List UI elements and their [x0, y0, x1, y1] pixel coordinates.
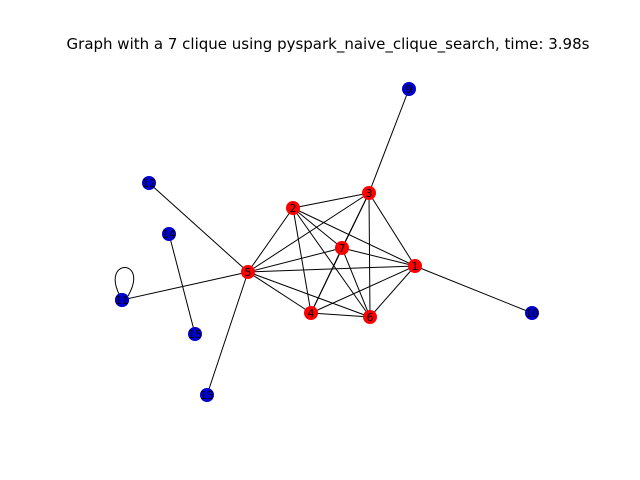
edge-14-15 — [168, 233, 196, 335]
node-7-label: 7 — [339, 242, 346, 255]
edge-4-7 — [310, 247, 343, 314]
node-13-label: 13 — [200, 389, 214, 402]
edge-2-7 — [292, 207, 343, 249]
edge-2-3 — [292, 192, 370, 209]
node-11-marker — [115, 293, 129, 307]
edge-3-9 — [368, 88, 410, 194]
edge-4-5 — [247, 271, 312, 314]
edge-2-5 — [247, 207, 294, 273]
edge-3-6 — [368, 192, 371, 318]
node-2: 2 — [286, 201, 300, 215]
edge-2-6 — [292, 207, 371, 318]
figure-title: Graph with a 7 clique using pyspark_naiv… — [66, 35, 590, 53]
node-12: 12 — [142, 176, 156, 190]
nodes-layer: 123456789101112131415 — [115, 82, 539, 402]
node-14-marker — [162, 227, 176, 241]
edge-3-7 — [341, 192, 370, 249]
edge-1-7 — [341, 247, 416, 267]
node-6-marker — [363, 310, 377, 324]
node-4-label: 4 — [308, 307, 315, 320]
edges-layer — [114, 88, 533, 396]
edge-2-4 — [292, 207, 312, 314]
node-9-marker — [402, 82, 416, 96]
node-7: 7 — [335, 241, 349, 255]
edge-6-7 — [341, 247, 371, 318]
node-3-marker — [362, 186, 376, 200]
edge-1-2 — [292, 207, 416, 267]
edge-1-6 — [369, 265, 416, 318]
node-12-label: 12 — [142, 177, 156, 190]
node-7-marker — [335, 241, 349, 255]
node-1-label: 1 — [412, 260, 419, 273]
node-5: 5 — [241, 265, 255, 279]
node-4-marker — [304, 306, 318, 320]
node-3: 3 — [362, 186, 376, 200]
edge-11-11 — [114, 267, 135, 297]
node-15-label: 15 — [188, 328, 202, 341]
node-5-marker — [241, 265, 255, 279]
node-13-marker — [200, 388, 214, 402]
edge-1-3 — [368, 192, 416, 267]
node-15-marker — [188, 327, 202, 341]
node-9-label: 9 — [406, 83, 413, 96]
node-10-marker — [525, 306, 539, 320]
node-1-marker — [408, 259, 422, 273]
node-11: 11 — [115, 293, 129, 307]
node-5-label: 5 — [245, 266, 252, 279]
node-12-marker — [142, 176, 156, 190]
node-14: 14 — [162, 227, 176, 241]
node-1: 1 — [408, 259, 422, 273]
edge-1-10 — [414, 265, 533, 314]
node-9: 9 — [402, 82, 416, 96]
node-13: 13 — [200, 388, 214, 402]
edge-1-4 — [310, 265, 416, 314]
node-2-marker — [286, 201, 300, 215]
node-10-label: 10 — [525, 307, 539, 320]
edge-5-13 — [206, 271, 249, 396]
node-11-label: 11 — [115, 294, 129, 307]
node-4: 4 — [304, 306, 318, 320]
edge-4-6 — [310, 312, 371, 318]
node-2-label: 2 — [290, 202, 297, 215]
edge-5-11 — [121, 271, 249, 301]
node-15: 15 — [188, 327, 202, 341]
node-6: 6 — [363, 310, 377, 324]
edge-3-5 — [247, 192, 370, 273]
edge-5-6 — [247, 271, 371, 318]
node-14-label: 14 — [162, 228, 176, 241]
edge-5-12 — [148, 182, 249, 273]
node-10: 10 — [525, 306, 539, 320]
node-6-label: 6 — [367, 311, 374, 324]
node-3-label: 3 — [366, 187, 373, 200]
edge-5-7 — [247, 247, 343, 273]
